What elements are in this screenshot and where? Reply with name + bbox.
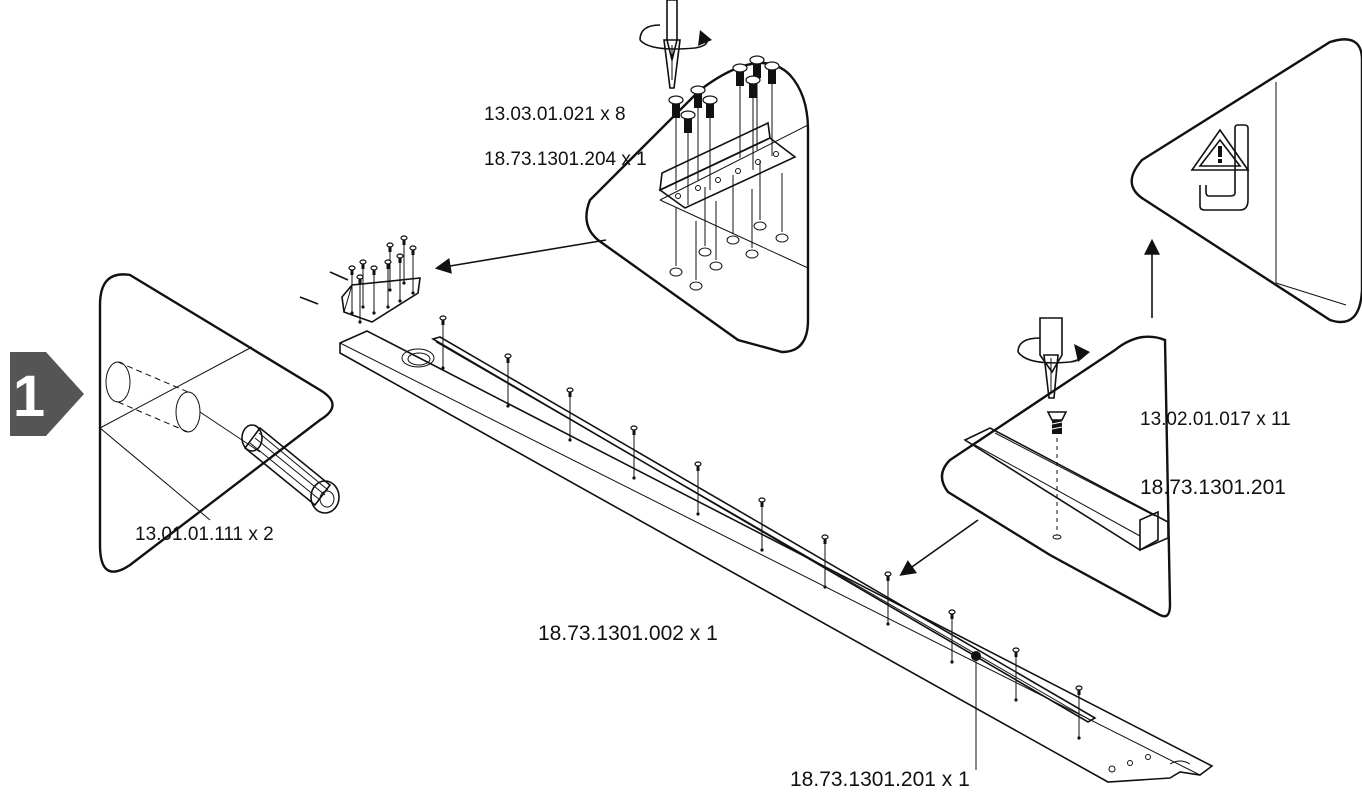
rotation-arrow-icon-2 bbox=[1017, 337, 1090, 364]
screw-icon bbox=[758, 497, 766, 552]
screw-icon bbox=[400, 235, 408, 285]
rail-detail: 13.02.01.017 x 11 18.73.1301.201 bbox=[940, 317, 1291, 618]
screw-icon bbox=[764, 61, 780, 156]
screw-icon bbox=[694, 461, 702, 516]
screw-icon bbox=[386, 242, 394, 292]
warning-triangle-icon bbox=[1190, 128, 1250, 171]
screw-icon bbox=[884, 571, 892, 626]
screw-icon bbox=[690, 85, 706, 180]
screw-icon bbox=[384, 259, 392, 309]
board-label: 18.73.1301.002 x 1 bbox=[538, 622, 718, 645]
screw-icon bbox=[356, 274, 364, 324]
screw-icon bbox=[359, 259, 367, 309]
rail-screws bbox=[439, 315, 1083, 740]
screw-icon bbox=[668, 95, 684, 190]
rotation-arrow-icon bbox=[639, 24, 712, 50]
dowel-icon bbox=[241, 424, 340, 514]
screw-icon bbox=[630, 425, 638, 480]
dowel-detail: 13.01.01.111 x 2 bbox=[98, 273, 340, 573]
bracket-detail: 13.03.01.021 x 8 18.73.1301.204 x 1 bbox=[484, 0, 810, 354]
screw-icon bbox=[1075, 685, 1083, 740]
warning-detail bbox=[1130, 38, 1362, 324]
screw-icon bbox=[370, 265, 378, 315]
screwdriver-icon-2 bbox=[1039, 317, 1063, 399]
screw-icon bbox=[745, 75, 761, 170]
screwdriver-icon bbox=[663, 0, 681, 89]
rail-screws-label: 13.02.01.017 x 11 bbox=[1140, 409, 1291, 430]
screw-icon bbox=[566, 387, 574, 442]
screw-icon bbox=[680, 110, 696, 205]
step-number: 1 bbox=[13, 364, 45, 429]
screw-icon bbox=[348, 265, 356, 315]
screw-icon bbox=[732, 63, 748, 158]
small-bracket-cluster bbox=[299, 235, 421, 324]
screw-icon bbox=[948, 609, 956, 664]
screw-icon bbox=[409, 245, 417, 295]
bracket-label: 18.73.1301.204 x 1 bbox=[484, 149, 647, 170]
rail-part-label: 18.73.1301.201 bbox=[1140, 476, 1286, 499]
step-badge: 1 bbox=[10, 352, 84, 436]
dowel-label: 13.01.01.111 x 2 bbox=[135, 524, 274, 545]
rail-screw-icon bbox=[1046, 411, 1068, 434]
rail bbox=[430, 336, 1097, 770]
screw-icon bbox=[702, 95, 718, 190]
arrow-bracket bbox=[434, 239, 607, 274]
screw-icon bbox=[396, 253, 404, 303]
screw-icon bbox=[439, 315, 447, 370]
rail-label: 18.73.1301.201 x 1 bbox=[790, 768, 970, 791]
bracket-screws-label: 13.03.01.021 x 8 bbox=[484, 104, 626, 125]
arrow-rail bbox=[899, 519, 979, 576]
screw-icon bbox=[821, 534, 829, 589]
screw-icon bbox=[1012, 647, 1020, 702]
screw-icon bbox=[504, 353, 512, 408]
bracket-icon bbox=[658, 121, 797, 209]
